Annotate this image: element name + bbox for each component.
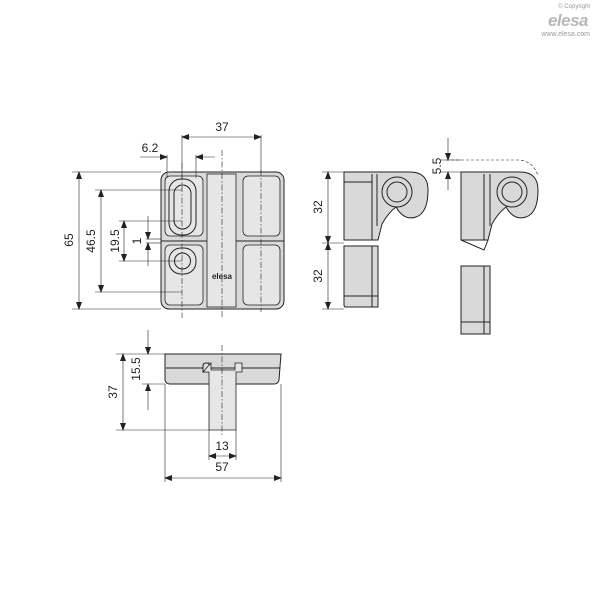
dim-1: 1 bbox=[130, 237, 144, 244]
lower-leaf-side bbox=[343, 245, 379, 308]
dim-15-5: 15.5 bbox=[129, 357, 143, 381]
phantom-rotation-path bbox=[446, 159, 539, 177]
website-url: www.elesa.com bbox=[541, 31, 590, 38]
rotated-lower-leaf bbox=[460, 265, 491, 335]
upper-slot-inner bbox=[173, 184, 192, 230]
hinge-pin-outer bbox=[381, 176, 413, 208]
dim-19-5: 19.5 bbox=[108, 229, 122, 253]
copyright-label: © Copyright bbox=[558, 4, 590, 10]
dim-13: 13 bbox=[215, 439, 229, 453]
plan-view-body bbox=[164, 353, 282, 385]
dim-32-lower: 32 bbox=[311, 269, 325, 283]
front-view: elesa 37 6.2 65 46.5 19.5 1 bbox=[62, 120, 285, 318]
dim-5-5: 5.5 bbox=[430, 157, 444, 174]
dim-46-5: 46.5 bbox=[84, 229, 98, 253]
dim-37-top: 37 bbox=[215, 120, 229, 134]
rotated-upper-leaf bbox=[460, 171, 539, 241]
dim-65: 65 bbox=[62, 233, 76, 247]
dim-6-2: 6.2 bbox=[142, 141, 159, 155]
plan-view-stem bbox=[202, 361, 243, 431]
lower-right-pocket bbox=[242, 244, 281, 306]
elesa-logo: elesa bbox=[547, 11, 589, 30]
bottom-view: 15.5 37 13 57 bbox=[106, 330, 282, 482]
upper-right-pocket bbox=[242, 175, 281, 237]
part-marking: elesa bbox=[212, 272, 233, 281]
side-view: 32 32 bbox=[311, 171, 429, 310]
dim-37-left: 37 bbox=[106, 385, 120, 399]
hinge-pin-bore bbox=[386, 181, 408, 203]
rotated-view: 5.5 bbox=[430, 138, 539, 335]
upper-slot-outer bbox=[168, 178, 197, 236]
hinge-pin-region bbox=[206, 173, 237, 308]
dim-57: 57 bbox=[215, 460, 229, 474]
dim-32-upper: 32 bbox=[311, 200, 325, 214]
